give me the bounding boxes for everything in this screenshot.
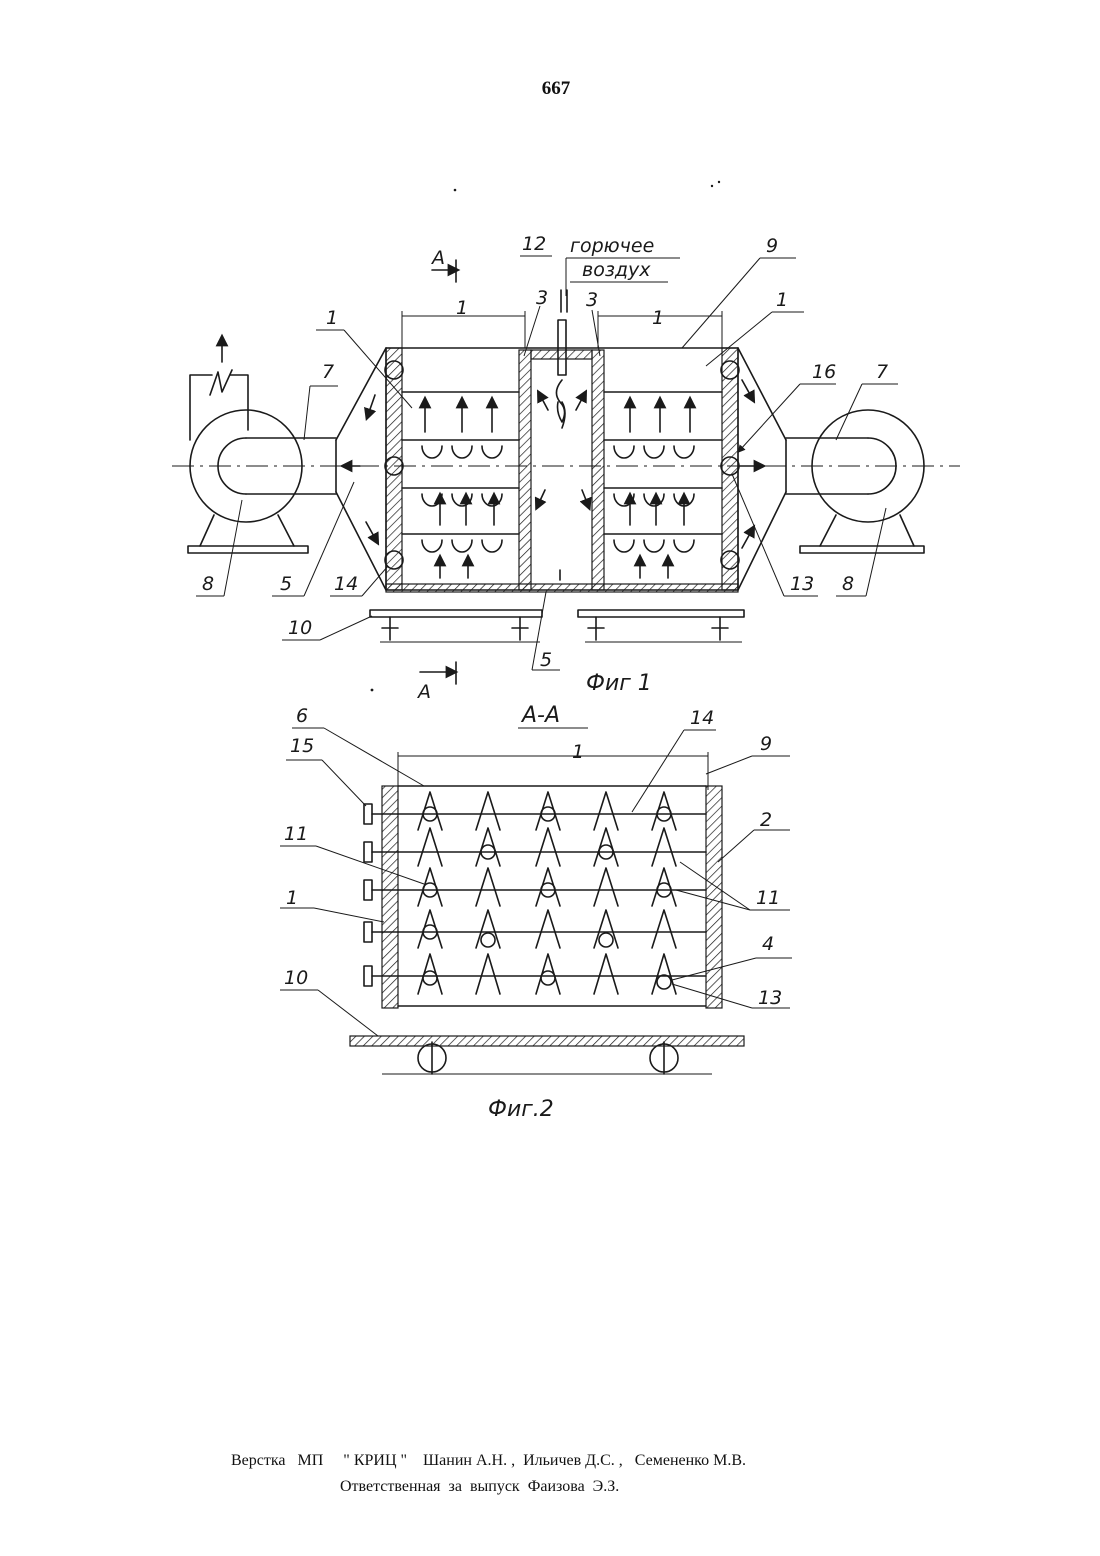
speck [711, 185, 713, 187]
floor [386, 584, 738, 592]
figure-2-caption: Фиг.2 [488, 1097, 554, 1122]
callout-6: 6 [296, 705, 308, 727]
section-title: А-А [520, 703, 560, 728]
callout-1d: 1 [326, 307, 338, 329]
callout-7-right: 7 [876, 361, 888, 383]
burner [538, 290, 588, 580]
speck [371, 689, 374, 692]
rails-left [370, 610, 542, 642]
figure-1-caption: Фиг 1 [586, 671, 652, 696]
partition-left [519, 350, 531, 590]
fig2-cart [350, 1036, 744, 1074]
chamber-housing [386, 348, 738, 590]
callout-1a: 1 [456, 297, 468, 319]
left-products [422, 446, 502, 552]
callout-15: 15 [290, 735, 314, 757]
callout-3a: 3 [536, 287, 548, 309]
left-diffuser [336, 348, 386, 590]
callout-5-left: 5 [280, 573, 292, 595]
callout-5-bottom: 5 [540, 649, 552, 671]
callout-8-right: 8 [842, 573, 854, 595]
fig2-right-wall [706, 786, 722, 1008]
section-marker-bottom: A [416, 662, 456, 703]
callout-1c: 1 [776, 289, 788, 311]
figure-1: A A горючее воздух 12 9 3 3 1 1 1 [172, 181, 960, 703]
section-marker-top: A [430, 247, 456, 282]
fig2-products [418, 792, 676, 994]
footer-line-1: Верстка МП " КРИЦ " Шанин А.Н. , Ильичев… [231, 1452, 746, 1470]
callout-2: 2 [760, 809, 772, 831]
callout-8-left: 8 [202, 573, 214, 595]
right-racks [604, 392, 722, 534]
label-fuel: горючее [570, 235, 654, 257]
callout-14-fig2: 14 [690, 707, 714, 729]
callout-13-fig2: 13 [758, 987, 782, 1009]
callout-12: 12 [522, 233, 546, 255]
callout-1-fig2: 1 [286, 887, 298, 909]
left-fan [188, 340, 336, 553]
right-fan [786, 410, 924, 553]
callout-14: 14 [334, 573, 358, 595]
callout-9: 9 [766, 235, 778, 257]
callout-1-dim: 1 [572, 741, 584, 763]
callout-10-fig2: 10 [284, 967, 308, 989]
callout-4: 4 [762, 933, 774, 955]
callout-11-right: 11 [756, 887, 780, 909]
burner-roof [531, 350, 592, 359]
callout-13: 13 [790, 573, 814, 595]
svg-text:A: A [430, 247, 445, 269]
callout-16: 16 [812, 361, 836, 383]
speck [454, 189, 457, 192]
figure-2: А-А 1 [280, 703, 792, 1122]
footer-line-2: Ответственная за выпуск Фаизова Э.З. [340, 1478, 619, 1496]
svg-text:A: A [416, 681, 431, 703]
right-products [614, 446, 694, 552]
fig2-handles [364, 804, 372, 986]
fig1-callouts: 12 9 3 3 1 1 1 1 7 7 16 [196, 233, 898, 671]
fig2-left-wall [382, 786, 398, 1008]
partition-right [592, 350, 604, 590]
callout-1b: 1 [652, 307, 664, 329]
left-racks [402, 392, 519, 534]
right-diffuser [738, 348, 786, 590]
callout-9-fig2: 9 [760, 733, 772, 755]
label-air: воздух [582, 259, 651, 281]
callout-3b: 3 [586, 289, 598, 311]
callout-11-left: 11 [284, 823, 308, 845]
callout-7-left: 7 [322, 361, 334, 383]
speck [718, 181, 720, 183]
callout-10: 10 [288, 617, 312, 639]
rails-right [578, 610, 744, 642]
